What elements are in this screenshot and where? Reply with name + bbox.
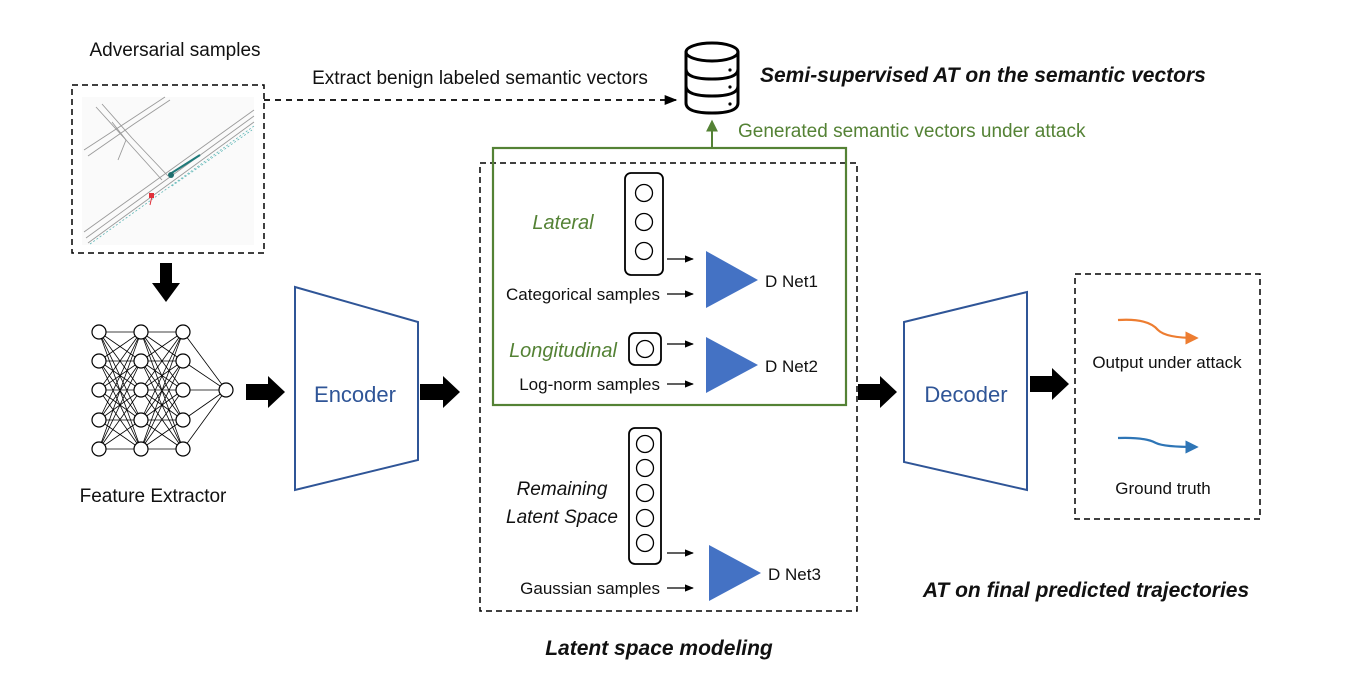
nn-edge	[98, 331, 142, 391]
arrow-to-latent	[420, 376, 460, 408]
nn-node	[175, 353, 191, 369]
latent-space-box	[479, 162, 858, 612]
adversarial-map-image	[82, 96, 255, 245]
ground-truth-trajectory	[1117, 436, 1199, 454]
ground-truth-label: Ground truth	[1115, 479, 1210, 498]
nn-edge	[140, 389, 184, 450]
nn-node	[218, 382, 234, 398]
nn-node	[91, 441, 107, 457]
encoder-block	[294, 285, 419, 492]
encoder-label: Encoder	[314, 382, 396, 407]
remaining-node	[635, 533, 655, 553]
nn-node	[91, 382, 107, 398]
nn-node	[175, 412, 191, 428]
output-trajectory	[1117, 318, 1199, 345]
dnet2-triangle	[706, 337, 758, 393]
arrow-to-decoder	[858, 376, 897, 408]
nn-node	[175, 382, 191, 398]
remaining-label-line2: Latent Space	[506, 507, 618, 528]
nn-node	[175, 441, 191, 457]
output-box	[1074, 273, 1261, 520]
output-under-attack-label: Output under attack	[1092, 353, 1242, 372]
dnet1-triangle	[706, 251, 758, 308]
nn-edge	[98, 389, 142, 450]
lateral-node	[634, 212, 654, 232]
nn-edge	[98, 331, 142, 421]
dnet3-label: D Net3	[768, 565, 821, 584]
nn-node	[91, 412, 107, 428]
nn-edge	[182, 389, 227, 421]
lateral-label: Lateral	[532, 212, 594, 234]
nn-node	[133, 412, 149, 428]
lateral-node	[634, 183, 654, 203]
longitudinal-label: Longitudinal	[509, 340, 617, 362]
nn-node	[91, 353, 107, 369]
nn-edge	[182, 360, 227, 391]
dnet2-label: D Net2	[765, 357, 818, 376]
semi-supervised-title: Semi-supervised AT on the semantic vecto…	[760, 64, 1206, 87]
semantic-vectors-box	[491, 146, 848, 407]
extract-benign-label: Extract benign labeled semantic vectors	[312, 68, 648, 89]
lateral-node	[634, 241, 654, 261]
nn-node	[133, 353, 149, 369]
nn-edge	[98, 419, 142, 450]
decoder-block	[903, 290, 1028, 492]
arrow-to-output	[1030, 368, 1069, 400]
categorical-samples-label: Categorical samples	[506, 285, 660, 304]
nn-edge	[182, 389, 227, 450]
nn-edge	[140, 331, 184, 450]
nn-edge	[98, 360, 142, 450]
nn-edge	[140, 331, 184, 391]
nn-edge	[98, 331, 142, 450]
at-final-title: AT on final predicted trajectories	[922, 579, 1249, 602]
remaining-node	[635, 483, 655, 503]
adversarial-samples-box	[71, 84, 265, 254]
remaining-node	[635, 434, 655, 454]
nn-node	[175, 324, 191, 340]
remaining-node	[635, 458, 655, 478]
nn-node	[133, 382, 149, 398]
remaining-node	[635, 508, 655, 528]
decoder-label: Decoder	[924, 382, 1007, 407]
nn-edge	[140, 331, 184, 421]
remaining-label-line1: Remaining	[517, 479, 608, 500]
database-icon	[684, 41, 740, 115]
nn-edge	[98, 331, 142, 362]
neural-network-icon	[91, 324, 234, 457]
nn-edge	[140, 360, 184, 450]
arrow-to-encoder	[246, 376, 285, 408]
nn-node	[91, 324, 107, 340]
latent-space-modeling-title: Latent space modeling	[545, 637, 773, 660]
down-arrow	[152, 263, 180, 302]
nn-edge	[140, 331, 184, 362]
nn-edge	[182, 331, 227, 391]
feature-extractor-label: Feature Extractor	[80, 486, 227, 507]
longitudinal-node	[635, 339, 655, 359]
gaussian-samples-label: Gaussian samples	[520, 579, 660, 598]
dnet3-triangle	[709, 545, 761, 601]
nn-node	[133, 441, 149, 457]
dnet1-label: D Net1	[765, 272, 818, 291]
lognorm-samples-label: Log-norm samples	[519, 375, 660, 394]
generated-semantic-label: Generated semantic vectors under attack	[738, 121, 1086, 142]
nn-edge	[140, 419, 184, 450]
nn-node	[133, 324, 149, 340]
adversarial-samples-label: Adversarial samples	[89, 40, 260, 61]
